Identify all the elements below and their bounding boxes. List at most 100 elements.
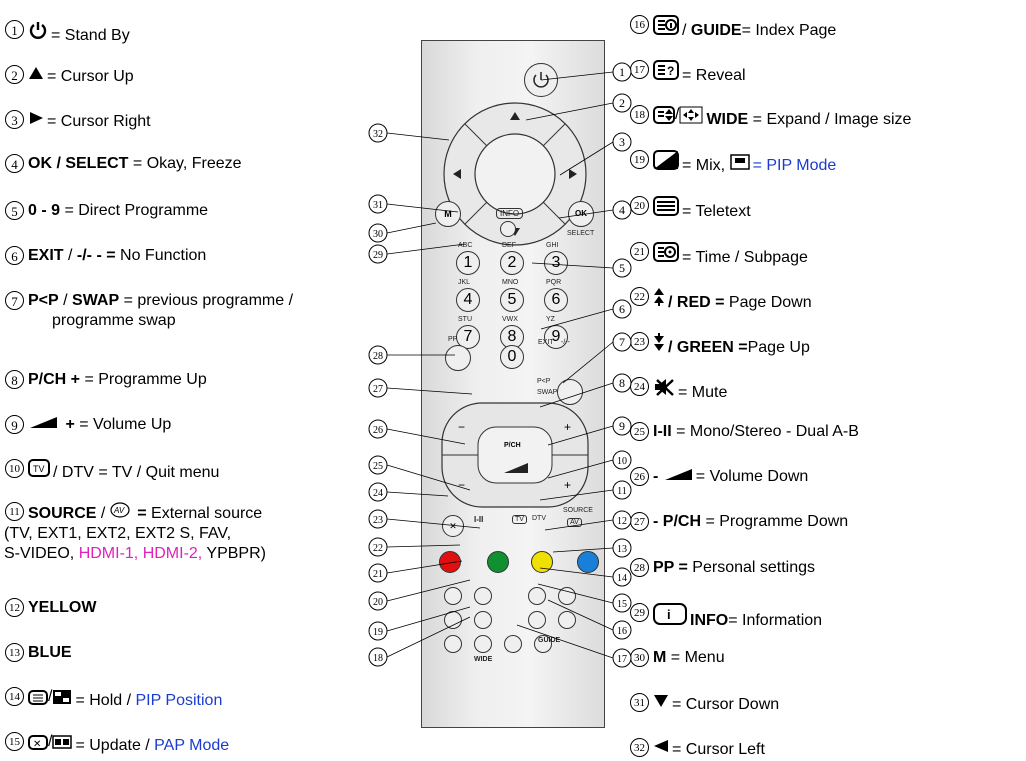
page-down-icon <box>653 287 665 307</box>
digit-button-4[interactable]: 4 <box>456 288 480 312</box>
digit-button-6[interactable]: 6 <box>544 288 568 312</box>
callout-16: 16 <box>612 620 632 640</box>
blue-button[interactable] <box>577 551 599 573</box>
callout-line <box>386 606 471 632</box>
pcp-swap-button[interactable] <box>557 379 583 405</box>
time-button[interactable] <box>474 587 492 605</box>
callout-line <box>539 382 614 408</box>
navigation-ring <box>443 102 587 246</box>
cursor-up-arrow <box>510 112 520 120</box>
callout-line <box>547 425 614 446</box>
digit-button-9[interactable]: 9 <box>544 325 568 349</box>
legend-number-16: 16 <box>630 15 649 34</box>
digit-button-1[interactable]: 1 <box>456 251 480 275</box>
menu-button[interactable]: M <box>435 201 461 227</box>
svg-text:19: 19 <box>373 627 383 638</box>
red-button[interactable] <box>439 551 461 573</box>
guide-button[interactable] <box>534 635 552 653</box>
ok-select-button[interactable]: OK <box>568 201 594 227</box>
callout-line <box>516 624 614 659</box>
legend-description: = Cursor Down <box>653 693 779 715</box>
pp-label: PP <box>448 336 458 343</box>
legend-item-18: 18/WIDE = Expand / Image size <box>630 105 911 130</box>
svg-text:20: 20 <box>373 597 383 608</box>
legend-item-32: 32= Cursor Left <box>630 738 765 760</box>
callout-line <box>386 616 471 658</box>
svg-text:21: 21 <box>373 569 383 580</box>
svg-text:22: 22 <box>373 543 383 554</box>
callout-line <box>531 262 614 269</box>
dtv-label: DTV <box>532 515 546 522</box>
legend-description: P/CH + = Programme Up <box>28 371 207 388</box>
legend-item-21: 21= Time / Subpage <box>630 242 808 268</box>
source-av-button[interactable]: AV <box>567 518 582 527</box>
legend-number-28: 28 <box>630 558 649 577</box>
mono-stereo-button[interactable]: I-II <box>474 515 484 524</box>
index-button[interactable] <box>558 611 576 629</box>
legend-description: = Cursor Right <box>28 110 151 132</box>
cursor-left-arrow <box>453 169 461 179</box>
wide-button[interactable] <box>474 635 492 653</box>
callout-line <box>525 102 614 121</box>
svg-text:18: 18 <box>373 653 383 664</box>
tv-dtv-button[interactable]: TV <box>512 515 527 524</box>
digit-button-5[interactable]: 5 <box>500 288 524 312</box>
callout-18: 18 <box>368 647 388 667</box>
mute-button[interactable]: ✕ <box>442 515 464 537</box>
callout-line <box>544 519 614 531</box>
legend-number-22: 22 <box>630 287 649 306</box>
cursor-right-arrow <box>569 169 577 179</box>
digit-button-0[interactable]: 0 <box>500 345 524 369</box>
digit-letters-6: PQR <box>546 279 562 286</box>
legend-number-26: 26 <box>630 467 649 486</box>
svg-text:16: 16 <box>617 626 627 637</box>
legend-description: = Stand By <box>28 20 130 46</box>
legend-number-10: 10 <box>5 459 24 478</box>
green-button[interactable] <box>487 551 509 573</box>
update-button[interactable] <box>558 587 576 605</box>
svg-text:32: 32 <box>373 129 383 140</box>
callout-24: 24 <box>368 482 388 502</box>
svg-text:29: 29 <box>373 250 383 261</box>
expand-button[interactable] <box>474 611 492 629</box>
reveal-button[interactable] <box>528 611 546 629</box>
pip-mode-button[interactable] <box>444 635 462 653</box>
reveal-mix-button[interactable] <box>504 635 522 653</box>
legend-description: = Mute <box>653 377 727 403</box>
callout-30: 30 <box>368 223 388 243</box>
volume-minus-sign: − <box>458 478 465 492</box>
legend-item-15: 15✕/= Update / PAP Mode <box>5 732 229 756</box>
legend-description: = Cursor Left <box>653 738 765 760</box>
teletext-button[interactable] <box>444 587 462 605</box>
callout-5: 5 <box>612 258 632 278</box>
yellow-button[interactable] <box>531 551 553 573</box>
digit-button-3[interactable]: 3 <box>544 251 568 275</box>
svg-text:15: 15 <box>617 599 627 610</box>
svg-text:AV: AV <box>113 506 125 515</box>
callout-11: 11 <box>612 480 632 500</box>
hold-button[interactable] <box>528 587 546 605</box>
info-button[interactable]: INFO <box>496 208 524 219</box>
volume-wedge-icon <box>504 463 528 473</box>
svg-text:17: 17 <box>617 654 627 665</box>
power-icon <box>533 72 549 88</box>
svg-text:11: 11 <box>617 486 627 497</box>
pp-button[interactable] <box>445 345 471 371</box>
legend-item-31: 31= Cursor Down <box>630 693 779 715</box>
callout-32: 32 <box>368 123 388 143</box>
select-label: SELECT <box>567 230 595 237</box>
index-icon <box>653 15 679 35</box>
info-round-button[interactable] <box>500 221 516 237</box>
callout-9: 9 <box>612 416 632 436</box>
callout-29: 29 <box>368 244 388 264</box>
legend-number-1: 1 <box>5 20 24 39</box>
mute-icon: ✕ <box>449 521 457 531</box>
legend-item-1: 1= Stand By <box>5 20 130 46</box>
source-label: SOURCE <box>563 507 593 514</box>
digit-button-2[interactable]: 2 <box>500 251 524 275</box>
